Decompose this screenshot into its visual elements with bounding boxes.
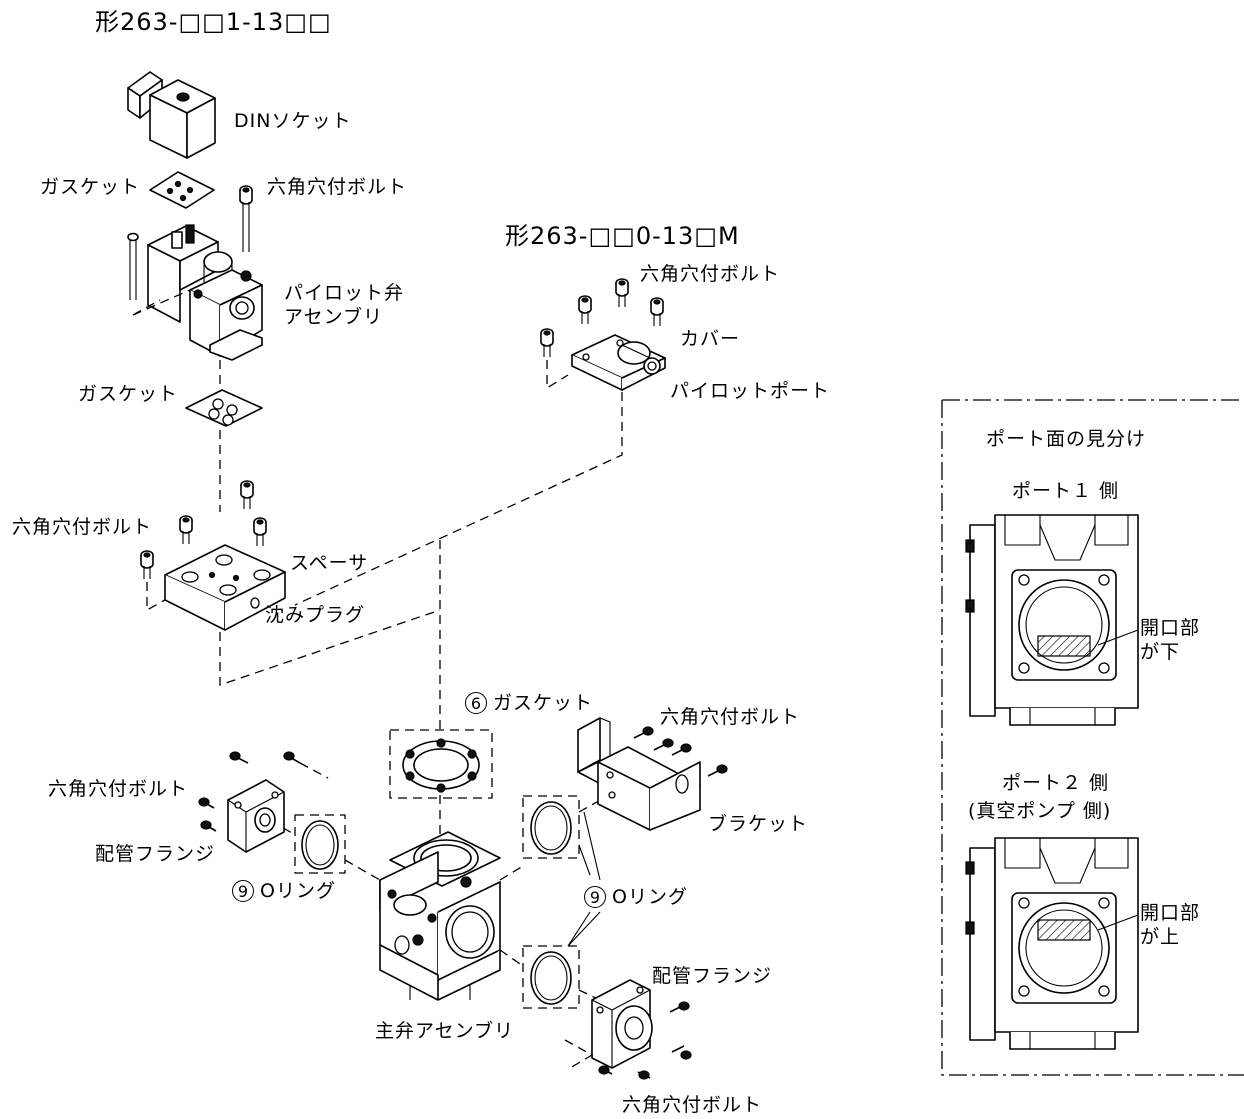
- model-without-solenoid: 形263-□□0-13□M: [505, 222, 740, 250]
- label-hex-bolt-top: 六角穴付ボルト: [267, 176, 408, 198]
- gasket-mid-part: [185, 389, 263, 427]
- port1-opening-2: が下: [1140, 641, 1181, 663]
- left-flange-bolts: [198, 751, 329, 832]
- oring-left-box: [294, 814, 346, 874]
- port1-view: [965, 514, 1139, 726]
- port1-opening-1: 開口部: [1140, 617, 1201, 639]
- port2-view: [965, 837, 1139, 1050]
- long-bolt-part: [239, 185, 253, 252]
- din-socket-part: [127, 71, 216, 159]
- main-valve-assembly-part: [379, 831, 501, 1001]
- port2-opening-2: が上: [1140, 926, 1181, 948]
- label-bracket: ブラケット: [708, 813, 809, 835]
- oring-left-number: 9: [232, 880, 254, 902]
- port1-title: ポート１ 側: [1012, 480, 1120, 502]
- pilot-valve-assembly-part: [127, 224, 263, 361]
- label-hex-bolt-cover: 六角穴付ボルト: [640, 263, 781, 285]
- label-hex-bolt-flange-left: 六角穴付ボルト: [48, 778, 189, 800]
- label-spacer: スペーサ: [290, 552, 369, 574]
- oring-right-number: 9: [584, 886, 606, 908]
- pipe-flange-left-part: [227, 779, 285, 853]
- label-din-socket: DINソケット: [234, 110, 352, 132]
- port-panel-title: ポート面の見分け: [986, 428, 1147, 450]
- oring-left-part: [301, 820, 339, 870]
- label-hex-bolt-spacer: 六角穴付ボルト: [12, 516, 153, 538]
- gasket-6-box: [389, 729, 493, 799]
- label-cover: カバー: [680, 328, 741, 350]
- label-pilot-valve-2: アセンブリ: [284, 306, 384, 328]
- label-pipe-flange-left: 配管フランジ: [95, 843, 216, 865]
- label-main-valve-assembly: 主弁アセンブリ: [375, 1020, 515, 1042]
- label-sunk-plug: 沈みプラグ: [265, 604, 366, 626]
- label-hex-bolt-flange-right: 六角穴付ボルト: [622, 1094, 763, 1116]
- bracket-part: [577, 717, 701, 831]
- cover-part: [571, 334, 666, 391]
- gasket-6-number: 6: [465, 692, 487, 714]
- port2-title: ポート２ 側: [1002, 772, 1110, 794]
- label-pilot-port: パイロットポート: [670, 380, 831, 402]
- gasket-top-part: [149, 171, 215, 209]
- pipe-flange-right-part: [591, 979, 653, 1069]
- label-gasket-mid: ガスケット: [78, 383, 179, 405]
- gasket-6-part: [402, 738, 480, 793]
- label-hex-bolt-bracket: 六角穴付ボルト: [660, 706, 801, 728]
- model-with-solenoid: 形263-□□1-13□□: [95, 8, 332, 36]
- port2-subtitle: (真空ポンプ 側): [968, 800, 1112, 822]
- bracket-bolts: [633, 726, 728, 777]
- right-flange-bolts: [564, 1001, 692, 1080]
- port-panel-border: [941, 399, 1244, 1076]
- label-pipe-flange-right: 配管フランジ: [652, 965, 773, 987]
- port2-opening-1: 開口部: [1140, 902, 1201, 924]
- label-gasket-top: ガスケット: [40, 176, 141, 198]
- label-pilot-valve-1: パイロット弁: [284, 282, 405, 304]
- spacer-part: [164, 544, 286, 631]
